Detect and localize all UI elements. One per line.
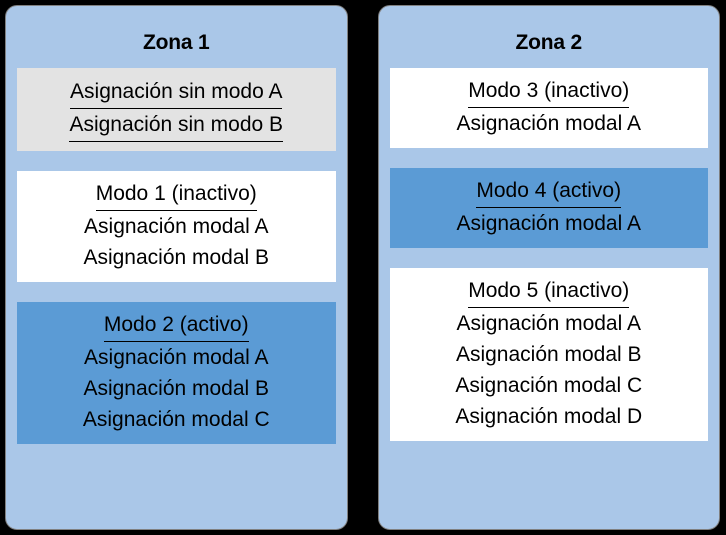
assignment-row[interactable]: Asignación modal A xyxy=(17,211,336,242)
assignment-row-label: Asignación modal B xyxy=(83,246,270,269)
mode-group-header: Modo 2 (activo) xyxy=(17,310,336,342)
assignment-row[interactable]: Asignación modal B xyxy=(17,373,336,404)
mode-group-header-label: Modo 1 (inactivo) xyxy=(95,179,257,211)
assignment-row-label: Asignación modal A xyxy=(456,112,641,135)
mode-group-header-label: Modo 5 (inactivo) xyxy=(468,276,630,308)
assignment-row-label: Asignación modal C xyxy=(455,374,643,397)
assignment-row-label: Asignación sin modo B xyxy=(69,109,284,142)
assignment-row[interactable]: Asignación modal B xyxy=(17,242,336,273)
mode-group-header: Modo 1 (inactivo) xyxy=(17,179,336,211)
assignment-row[interactable]: Asignación modal A xyxy=(17,342,336,373)
mode-group[interactable]: Modo 5 (inactivo) Asignación modal A Asign… xyxy=(389,268,709,441)
mode-group-header: Modo 4 (activo) xyxy=(390,176,709,208)
mode-group-header-label: Modo 3 (inactivo) xyxy=(468,76,630,108)
mode-group-header-label: Modo 2 (activo) xyxy=(103,310,249,342)
assignment-row[interactable]: Asignación modal B xyxy=(390,339,709,370)
assignment-row-label: Asignación modal C xyxy=(82,408,270,431)
assignment-row-label: Asignación modal A xyxy=(84,215,269,238)
mode-group[interactable]: Modo 3 (inactivo) Asignación modal A xyxy=(389,68,709,148)
zone-panel-2: Zona 2 Modo 3 (inactivo) Asignación modal … xyxy=(377,5,720,530)
mode-group[interactable]: Modo 2 (activo) Asignación modal A Asignac… xyxy=(17,302,336,444)
assignment-row[interactable]: Asignación modal A xyxy=(390,208,709,239)
mode-group[interactable]: Modo 1 (inactivo) Asignación modal A Asign… xyxy=(17,171,336,282)
mode-group[interactable]: Modo 4 (activo) Asignación modal A xyxy=(389,168,709,248)
mode-group-header: Modo 5 (inactivo) xyxy=(390,276,709,308)
assignment-row-label: Asignación modal A xyxy=(456,312,641,335)
assignment-row-label: Asignación modal A xyxy=(456,212,641,235)
mode-group-header: Modo 3 (inactivo) xyxy=(390,76,709,108)
assignment-row-label: Asignación sin modo A xyxy=(70,76,283,109)
assignment-row[interactable]: Asignación modal A xyxy=(390,108,709,139)
assignment-row[interactable]: Asignación modal C xyxy=(17,404,336,435)
assignment-row[interactable]: Asignación sin modo A xyxy=(17,76,336,109)
assignment-row-label: Asignación modal A xyxy=(84,346,269,369)
zone-title: Zona 1 xyxy=(143,31,210,54)
assignment-row-label: Asignación modal B xyxy=(83,377,270,400)
mode-group-header-label: Modo 4 (activo) xyxy=(476,176,622,208)
zone-title: Zona 2 xyxy=(515,31,583,54)
assignment-row[interactable]: Asignación modal C xyxy=(390,370,709,401)
assignment-row[interactable]: Asignación modal D xyxy=(390,401,709,432)
assignment-row-label: Asignación modal B xyxy=(455,343,642,366)
assignment-row[interactable]: Asignación sin modo B xyxy=(17,109,336,142)
assignment-row-label: Asignación modal D xyxy=(455,405,643,428)
assignment-row[interactable]: Asignación modal A xyxy=(390,308,709,339)
